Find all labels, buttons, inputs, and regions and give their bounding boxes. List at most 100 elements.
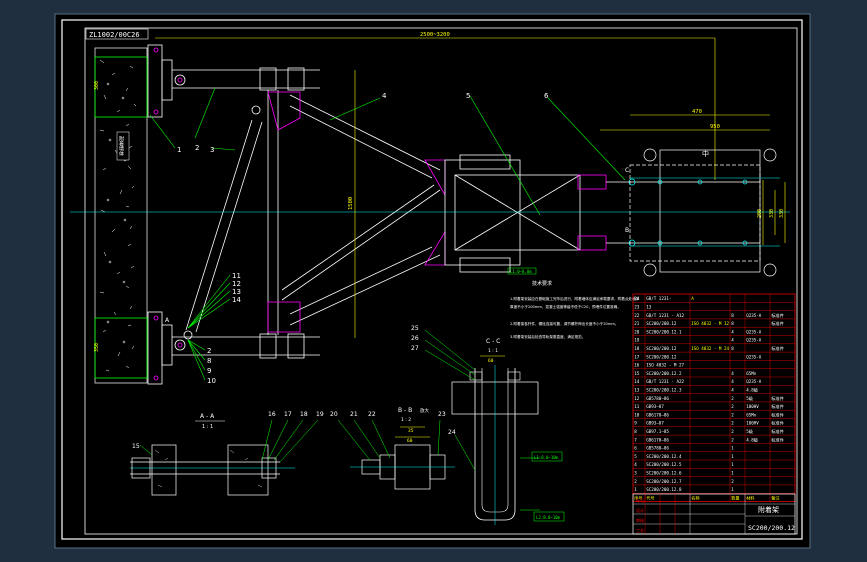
bom-cell: 2 — [731, 429, 734, 434]
bom-cell: SC200/200.12.2 — [646, 371, 682, 376]
bom-cell: SC200/200.12.1 — [646, 329, 682, 334]
bom-cell: 5级 — [746, 428, 754, 435]
bom-cell: 5级 — [746, 395, 754, 402]
guide-rail — [606, 148, 777, 277]
bom-cell: 2 — [634, 479, 637, 484]
bom-cell: 17 — [634, 354, 640, 359]
detail-b-scale: 1 : 2 — [401, 417, 411, 423]
left-dim-top: 300 — [94, 81, 100, 90]
bom-cell: 12 — [634, 396, 640, 401]
plus-sign: 中 — [702, 149, 709, 158]
bom-cell: 5 — [634, 454, 637, 459]
part-label: 14 — [232, 296, 241, 304]
part-label: 26 — [411, 335, 419, 342]
left-dim-bottom: 350 — [94, 343, 100, 352]
detail-b-title: B - B — [398, 407, 412, 414]
bom-cell: 标准件 — [771, 420, 784, 427]
wall: 附着墙体 — [94, 47, 148, 384]
bom-cell: Q235-A — [746, 379, 762, 384]
part-label: 8 — [207, 357, 211, 365]
wall-label: 附着墙体 — [118, 135, 124, 157]
detail-a-scale: 1 : 1 — [202, 424, 213, 430]
drawing-inner-border — [84, 27, 798, 535]
part-label: 27 — [411, 345, 419, 352]
bom-cell: 8 — [634, 429, 637, 434]
right-dim-2: 330 — [769, 209, 775, 218]
detail-b: B - B 放大 1 : 2 35 60 20 21 22 23 — [330, 407, 455, 490]
anchor-plate-top — [94, 56, 148, 118]
bom-cell: 11 — [634, 404, 640, 409]
bom-cell: 4.8级 — [746, 436, 759, 443]
bom-cell: 4 — [731, 329, 734, 334]
detail-b-note: 放大 — [420, 407, 429, 414]
bom-cell: SC200/200.12 — [646, 346, 677, 351]
part-label: 2 — [207, 347, 211, 355]
section-mark-b: B — [625, 227, 629, 234]
bom-header-cell: 代号 — [646, 494, 654, 501]
bom-cell: 标准件 — [771, 395, 784, 402]
bom-cell: 标准件 — [771, 403, 784, 410]
detail-c-scale: 1 : 1 — [488, 348, 498, 354]
bom-cell: 4 — [731, 379, 734, 384]
bom-cell: 100HV — [746, 421, 759, 426]
bom-header-cell: 备注 — [771, 494, 780, 501]
part-label: 9 — [207, 367, 211, 375]
bom-cell: 22 — [634, 313, 640, 318]
tag-green-2: L1:8.0—10m — [534, 455, 559, 460]
bom-cell: 7 — [634, 437, 637, 442]
bom-cell: 1 — [731, 462, 734, 467]
bom-cell: 4 — [634, 462, 637, 467]
bom-cell: 标准件 — [771, 411, 784, 418]
bom-cell: GB/T 1231 - A22 — [646, 379, 684, 384]
bom-cell: 1 — [731, 446, 734, 451]
detail-a-title: A - A — [200, 413, 215, 420]
small-dim-a: 470 — [692, 109, 702, 115]
bom-cell: 2 — [731, 479, 734, 484]
bom-cell: 8 — [731, 313, 734, 318]
truss-frame — [267, 90, 441, 335]
mast-clamp — [444, 154, 607, 273]
tb-row1: 标记 — [636, 497, 644, 503]
part-label: 1 — [177, 146, 181, 154]
bom-cell: 标准件 — [771, 436, 784, 443]
bom-cell: Q235-A — [746, 313, 762, 318]
part-label: 4 — [382, 92, 387, 100]
bom-header-cell: 序号 — [634, 494, 642, 501]
bom-cell: 3 — [634, 471, 637, 476]
bom-cell: Q235-A — [746, 329, 762, 334]
bom-cell: 24 — [634, 296, 640, 301]
center-lines — [70, 177, 790, 247]
bom-cell: GB93—87 — [646, 404, 664, 409]
top-code-box — [85, 28, 149, 40]
tb-row4: 工艺 — [636, 528, 644, 533]
bom-cell: ISO 4032 - M 12 — [691, 321, 729, 326]
bom-cell: SC200/200.12.3 — [646, 388, 682, 393]
title-cell: 附着架 — [758, 505, 779, 514]
part-label: 19 — [316, 411, 324, 418]
bom-cell: GB6170—86 — [646, 412, 669, 417]
part-label: 16 — [268, 411, 276, 418]
tb-row2: 设计 — [636, 507, 644, 513]
bom-cell: SC200/200.12 — [646, 321, 677, 326]
bom-cell: ISO 4032 - M 24 — [691, 346, 729, 351]
bom-cell: SC200/200.12.5 — [646, 462, 682, 467]
tag-green-1-box — [507, 267, 537, 275]
diagonal-rod — [183, 105, 263, 340]
notes-line: 3.附着架安装后检查导轨架垂直度，满足规范。 — [510, 334, 585, 339]
bom-cell: GB93—87 — [646, 421, 664, 426]
bom-cell: 65Mn — [746, 412, 757, 417]
bom-cell: 2 — [731, 404, 734, 409]
bom-cell: SC200/200.12.6 — [646, 471, 682, 476]
part-label: 11 — [232, 272, 241, 280]
bom-cell: Q235-A — [746, 338, 762, 343]
notes-title: 技术要求 — [532, 280, 552, 287]
part-label: 22 — [368, 411, 376, 418]
wall-bracket-bottom — [147, 311, 186, 385]
bom-cell: 标准件 — [771, 312, 784, 319]
leader-lines — [149, 87, 626, 381]
detail-c-dim: 60 — [488, 358, 494, 364]
height-dim: 1500 — [348, 197, 354, 210]
part-label: 10 — [207, 377, 216, 385]
anchor-plate-bottom — [94, 317, 148, 379]
bom-cell: 100HV — [746, 404, 759, 409]
